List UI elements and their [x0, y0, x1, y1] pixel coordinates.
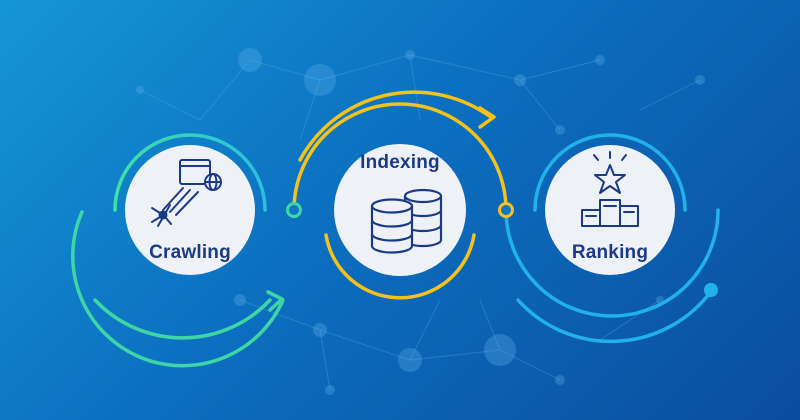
- ranking-outer-arc: [504, 208, 720, 318]
- indexing-inner-arc: [324, 233, 476, 300]
- crawler-spider-icon: [151, 159, 222, 227]
- ranking-lower-arc: [516, 288, 714, 344]
- podium-star-icon: [581, 151, 639, 227]
- connector-node-crawling-indexing: [286, 202, 302, 218]
- crawling-arrowhead: [266, 290, 284, 312]
- crawling-lower-arc: [93, 298, 272, 340]
- indexing-label: Indexing: [360, 152, 440, 173]
- indexing-arrowhead: [478, 106, 496, 129]
- crawling-inner-arc: [113, 133, 267, 212]
- ranking-inner-arc: [533, 133, 687, 212]
- crawling-circle: [125, 145, 255, 275]
- connector-node-indexing-ranking: [498, 202, 514, 218]
- ranking-end-dot: [704, 283, 718, 297]
- crawling-outer-arc: [71, 210, 285, 368]
- indexing-top-arc: [298, 90, 494, 162]
- database-stack-icon: [370, 188, 443, 254]
- indexing-outer-arc: [292, 102, 508, 212]
- ranking-label: Ranking: [571, 242, 649, 263]
- crawling-label: Crawling: [149, 242, 231, 263]
